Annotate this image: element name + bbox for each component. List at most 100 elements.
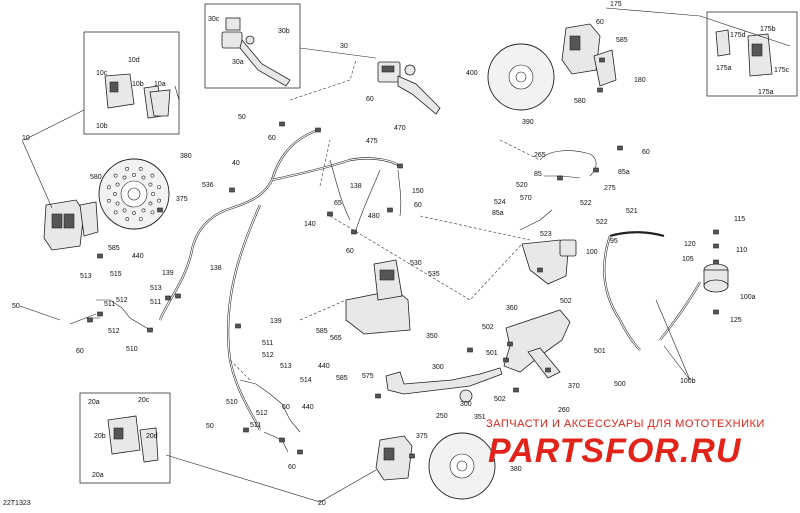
disc-hole — [115, 182, 120, 187]
part-label-380a: 380 — [180, 153, 192, 160]
part-label-585d: 585 — [336, 375, 348, 382]
part-label-138a: 138 — [350, 183, 362, 190]
part-label-514: 514 — [300, 377, 312, 384]
reference-lines — [229, 59, 541, 381]
part-label-20: 20 — [318, 500, 326, 507]
part-label-522b: 522 — [596, 219, 608, 226]
fitting-bolt — [537, 267, 543, 273]
fitting-bolt — [87, 317, 93, 323]
fitting-bolt — [597, 87, 603, 93]
part-label-510b: 510 — [226, 399, 238, 406]
part-label-440c: 440 — [302, 404, 314, 411]
master-cylinder-inset — [221, 17, 291, 87]
part-label-511a: 511 — [104, 301, 115, 308]
part-label-502a: 502 — [482, 324, 494, 331]
part-label-65: 65 — [334, 200, 342, 207]
disc-hole — [122, 208, 127, 213]
part-label-30: 30 — [340, 43, 348, 50]
disc-hole — [125, 166, 130, 171]
disc-hole — [122, 175, 127, 180]
part-label-580a: 580 — [90, 174, 102, 181]
brake-disc-front-left — [98, 158, 170, 230]
part-label-440a: 440 — [132, 253, 144, 260]
part-label-30c: 30c — [208, 16, 220, 23]
fitting-bolt — [235, 323, 241, 329]
fitting-bolt — [507, 341, 513, 347]
part-label-50b: 50 — [12, 303, 20, 310]
part-label-60a: 60 — [268, 135, 276, 142]
part-label-524: 524 — [494, 199, 506, 206]
caliper-front-right — [561, 23, 617, 87]
part-label-100b: 100b — [680, 378, 696, 385]
fitting-bolt — [97, 253, 103, 259]
fitting-bolt — [165, 295, 171, 301]
part-label-565: 565 — [330, 335, 342, 342]
part-label-50c: 50 — [206, 423, 214, 430]
part-label-105: 105 — [682, 256, 694, 263]
part-label-139a: 139 — [162, 270, 174, 277]
fitting-bolt — [409, 453, 415, 459]
part-label-585b: 585 — [616, 37, 628, 44]
fitting-bolt — [713, 259, 719, 265]
part-label-275: 275 — [604, 185, 616, 192]
disc-hole — [125, 217, 130, 222]
part-label-20c: 20c — [138, 397, 150, 404]
part-label-512c: 512 — [108, 328, 120, 335]
part-label-20a2: 20a — [92, 472, 104, 479]
part-label-585c: 585 — [316, 328, 328, 335]
part-label-440b: 440 — [318, 363, 330, 370]
part-label-575: 575 — [362, 373, 374, 380]
part-label-30b: 30b — [278, 28, 290, 35]
part-label-370: 370 — [568, 383, 580, 390]
fitting-bolt — [593, 167, 599, 173]
part-label-60i: 60 — [282, 404, 290, 411]
part-label-470: 470 — [394, 125, 406, 132]
fittings — [87, 57, 719, 459]
part-label-120: 120 — [684, 241, 696, 248]
disc-hole — [141, 208, 146, 213]
part-label-95: 95 — [610, 238, 618, 245]
part-label-50a: 50 — [238, 114, 246, 121]
brake-fluid-reservoir — [703, 263, 729, 293]
watermark-caption: ЗАПЧАСТИ И АКСЕССУАРЫ ДЛЯ МОТОТЕХНИКИ — [486, 418, 765, 430]
disc-hole — [138, 217, 143, 222]
fitting-bolt — [397, 163, 403, 169]
disc-hole — [132, 173, 136, 177]
caliper-rear-inset — [107, 415, 159, 463]
part-label-20d: 20d — [146, 433, 158, 440]
fitting-bolt — [375, 393, 381, 399]
brake-hoses — [69, 128, 701, 453]
fitting-bolt — [599, 57, 605, 63]
watermark-logo: PARTSFOR.RU — [488, 432, 742, 470]
disc-hole — [113, 173, 118, 178]
rear-master-cylinder — [521, 239, 577, 285]
part-label-400: 400 — [466, 70, 478, 77]
part-label-10b: 10b — [132, 81, 144, 88]
fitting-bolt — [351, 229, 357, 235]
fitting-bolt — [713, 243, 719, 249]
part-label-138b: 138 — [210, 265, 222, 272]
fitting-bolt — [513, 387, 519, 393]
part-label-110: 110 — [736, 247, 747, 254]
part-label-585a: 585 — [108, 245, 120, 252]
fitting-bolt — [617, 145, 623, 151]
brake-disc-rear — [428, 432, 496, 500]
fitting-bolt — [503, 357, 509, 363]
disc-hole — [132, 211, 136, 215]
part-label-570: 570 — [520, 195, 532, 202]
fitting-bolt — [279, 437, 285, 443]
part-label-180: 180 — [634, 77, 646, 84]
part-label-500: 500 — [614, 381, 626, 388]
part-label-520: 520 — [516, 182, 528, 189]
fitting-bolt — [297, 449, 303, 455]
caliper-front-left — [43, 199, 99, 251]
leader-lines — [19, 7, 791, 503]
part-label-513c: 513 — [280, 363, 292, 370]
caliper-front-left-inset — [104, 73, 171, 119]
part-label-20a: 20a — [88, 399, 100, 406]
part-label-502b: 502 — [560, 298, 572, 305]
part-label-60g: 60 — [76, 348, 84, 355]
disc-hole — [148, 182, 153, 187]
part-label-10b2: 10b — [96, 123, 108, 130]
